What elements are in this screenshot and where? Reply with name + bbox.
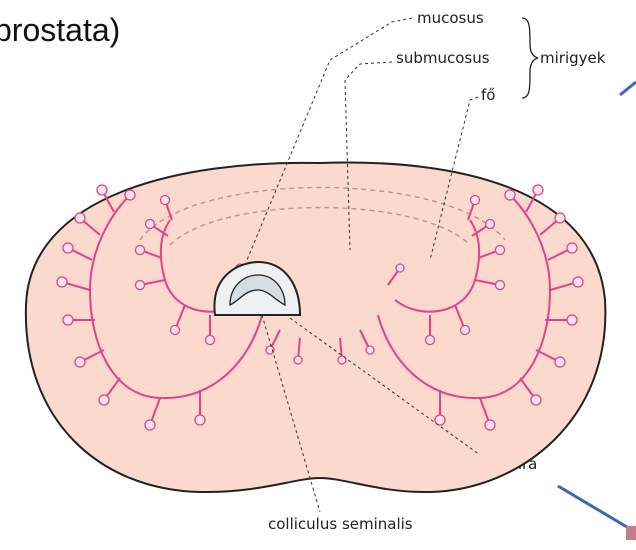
arrow-bottom [558, 486, 632, 530]
label-brace [522, 18, 538, 98]
prostate-body [26, 163, 606, 493]
arrow-top [620, 82, 636, 95]
thumbnail-edge [626, 526, 636, 540]
